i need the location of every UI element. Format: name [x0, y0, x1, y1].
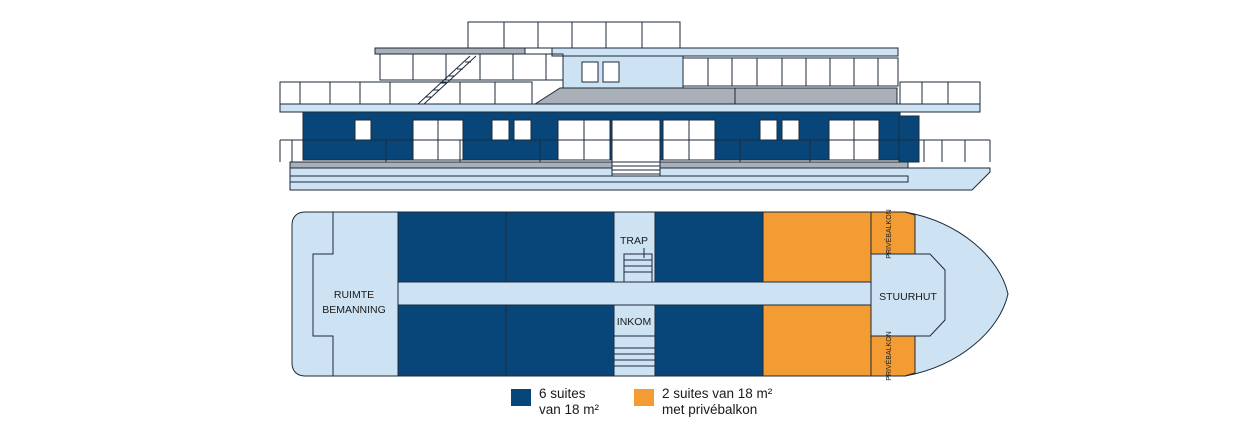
upper-cabin-window: [602, 61, 620, 83]
legend-balcony: 2 suites van 18 m² met privébalkon: [634, 386, 772, 426]
suite-balcony-2: [762, 304, 872, 377]
legend-balcony-line2: met privébalkon: [662, 402, 758, 417]
upper-cabin-window: [581, 61, 599, 83]
legend-standard-line2: van 18 m²: [539, 402, 600, 417]
hull-stripe: [289, 175, 909, 183]
cabin-roof: [530, 87, 741, 107]
stair-core: [613, 211, 656, 377]
suite-balcony-1: [762, 211, 872, 283]
suite-6: [654, 304, 764, 377]
ship-side-view: [279, 21, 991, 191]
wheelhouse: [870, 253, 946, 337]
label-crew-room-line1: RUIMTE: [334, 289, 374, 301]
legend-balcony-line1: 2 suites van 18 m²: [662, 386, 773, 401]
legend-swatch-orange: [634, 389, 654, 406]
suite-2: [505, 211, 615, 283]
wheel-cabin-roof: [551, 47, 899, 57]
suite-5: [505, 304, 615, 377]
label-stairs: TRAP: [620, 235, 648, 247]
suite-1: [397, 211, 507, 283]
label-entrance: INKOM: [617, 316, 651, 328]
legend-standard-line1: 6 suites: [539, 386, 586, 401]
upper-cabin: [562, 55, 684, 89]
roof-strip-right: [734, 87, 898, 107]
suites-balcony: [762, 211, 916, 377]
crew-room-area: [312, 212, 334, 376]
legend-swatch-navy: [511, 389, 531, 406]
sun-deck-railing: [467, 21, 681, 49]
suite-3: [654, 211, 764, 283]
upper-deck-railing: [379, 53, 899, 87]
deck-stripe: [289, 161, 909, 169]
deck-plan: [291, 211, 1009, 377]
suite-4: [397, 304, 507, 377]
upper-deck-strip: [374, 47, 526, 55]
wheelhouse-door: [898, 115, 920, 163]
suites-standard: [397, 211, 764, 377]
legend-standard: 6 suites van 18 m²: [511, 386, 599, 426]
balcony-bottom: [870, 335, 916, 377]
label-balcony-bottom: PRIVÉBALKON: [884, 331, 893, 380]
side-stairs: [417, 55, 477, 105]
label-crew-room-line2: BEMANNING: [322, 304, 386, 316]
entrance-steps: [611, 161, 661, 177]
balcony-top: [870, 211, 916, 255]
label-balcony-top: PRIVÉBALKON: [884, 209, 893, 258]
main-deck-band: [279, 103, 981, 113]
lower-deck-railing: [279, 139, 991, 162]
label-wheelhouse: STUURHUT: [879, 291, 937, 303]
